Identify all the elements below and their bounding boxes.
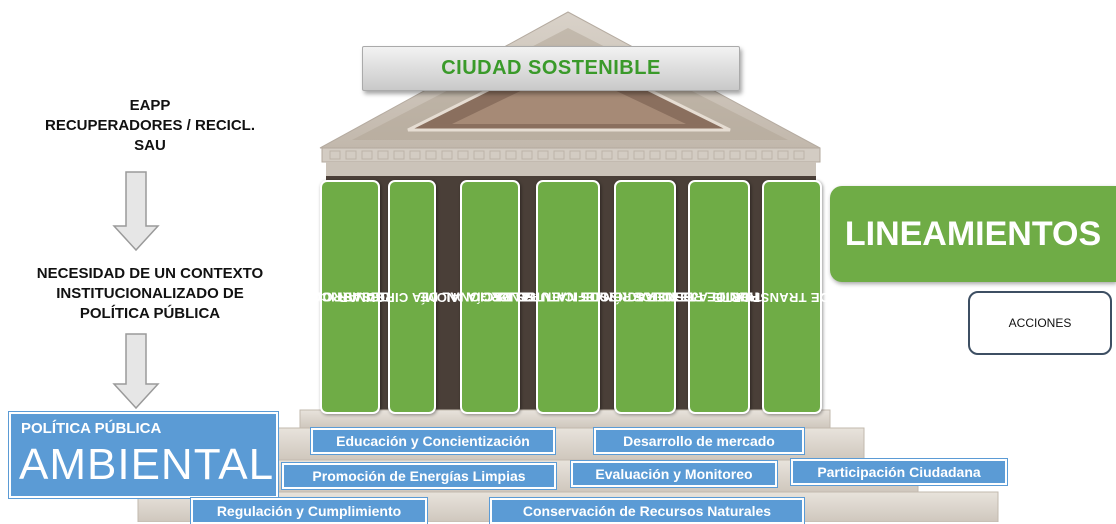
- pillar-economia-circular: ECONOMÍA CIRCULAR: [338, 180, 486, 414]
- down-arrow-icon: [112, 333, 160, 410]
- actors-line: SAU: [134, 137, 166, 154]
- acciones-box: ACCIONES: [968, 291, 1112, 355]
- down-arrow-icon: [112, 171, 160, 252]
- necesidad-line: POLÍTICA PÚBLICA: [79, 305, 221, 322]
- actors-text: EAPP RECUPERADORES / RECICL. SAU: [0, 96, 300, 156]
- politica-publica-box: POLÍTICA PÚBLICA AMBIENTAL: [9, 412, 278, 498]
- lineamientos-box: LINEAMIENTOS: [830, 186, 1116, 282]
- tag-evaluacion: Evaluación y Monitoreo: [571, 461, 777, 487]
- actors-line: EAPP: [129, 97, 171, 114]
- ambiental-label: AMBIENTAL: [19, 440, 275, 489]
- tag-regulacion: Regulación y Cumplimiento: [191, 498, 427, 524]
- tag-desarrollo-mercado: Desarrollo de mercado: [594, 428, 804, 454]
- tag-promocion-energias: Promoción de Energías Limpias: [282, 463, 556, 489]
- necesidad-line: INSTITUCIONALIZADO DE: [56, 285, 244, 302]
- pillar-plan-transporte: PLAN DE TRANSPORTE: [714, 180, 870, 414]
- tag-educacion: Educación y Concientización: [311, 428, 555, 454]
- pillar-label: PLAN DE TRANSPORTE: [714, 289, 870, 305]
- necesidad-text: NECESIDAD DE UN CONTEXTO INSTITUCIONALIZ…: [0, 264, 300, 324]
- tag-participacion: Participación Ciudadana: [791, 459, 1007, 485]
- frieze: [321, 147, 821, 163]
- tag-conservacion: Conservación de Recursos Naturales: [490, 498, 804, 524]
- necesidad-line: NECESIDAD DE UN CONTEXTO: [36, 265, 264, 282]
- ciudad-sostenible-title: CIUDAD SOSTENIBLE: [362, 46, 740, 91]
- politica-publica-label: POLÍTICA PÚBLICA: [21, 420, 162, 437]
- actors-line: RECUPERADORES / RECICL.: [44, 117, 256, 134]
